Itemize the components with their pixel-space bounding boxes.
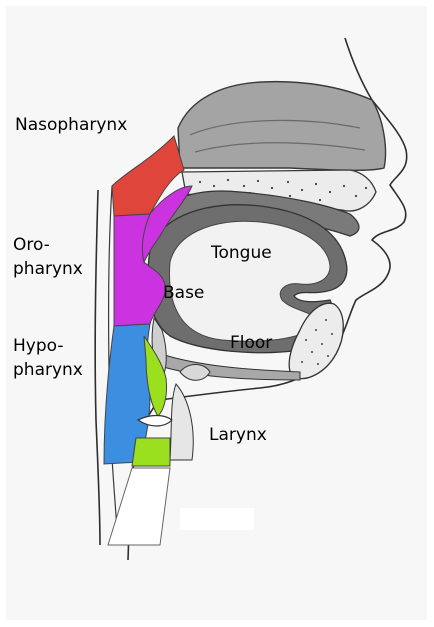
nasal-cavity-shape xyxy=(178,82,386,171)
mouth-floor xyxy=(148,350,300,380)
label-hypopharynx-line1: Hypo- xyxy=(13,336,64,357)
label-larynx: Larynx xyxy=(209,425,267,446)
label-base: Base xyxy=(163,283,204,304)
trachea xyxy=(108,468,170,545)
larynx-region-lower xyxy=(132,438,170,466)
neck-back-outline xyxy=(95,190,100,545)
label-nasopharynx: Nasopharynx xyxy=(15,115,127,136)
label-tongue: Tongue xyxy=(211,243,272,264)
label-hypopharynx-line2: pharynx xyxy=(13,360,83,381)
label-floor: Floor xyxy=(230,333,272,354)
label-oropharynx-line2: pharynx xyxy=(13,259,83,280)
label-oropharynx-line1: Oro- xyxy=(13,235,50,256)
white-blank-box xyxy=(180,508,254,530)
